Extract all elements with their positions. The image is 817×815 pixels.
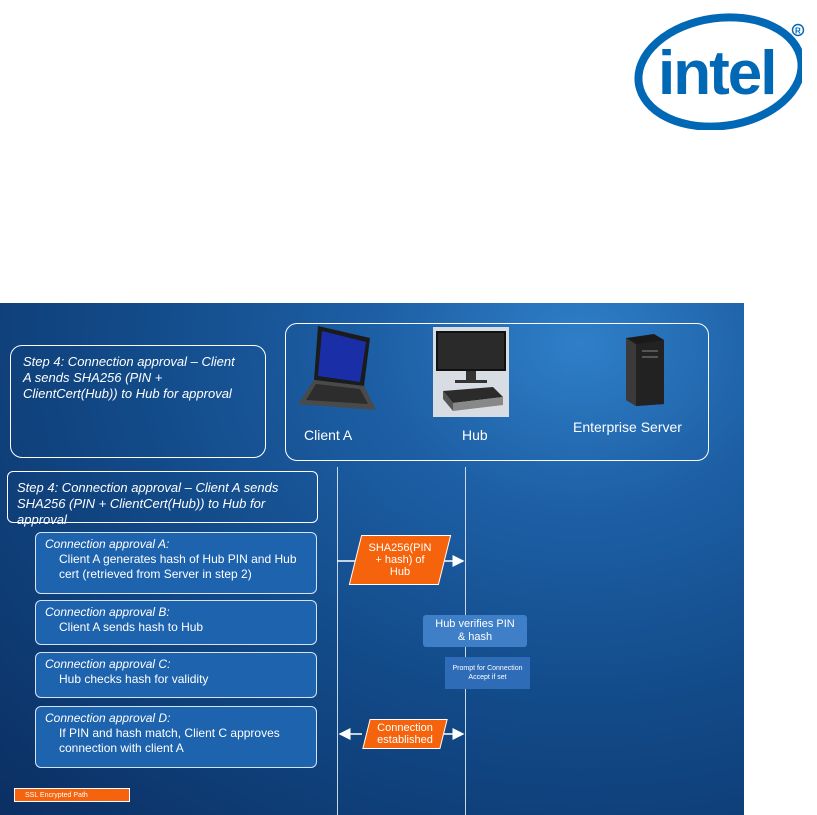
approval-a-body: Client A generates hash of Hub PIN and H… — [59, 552, 297, 581]
approval-c-body: Hub checks hash for validity — [59, 672, 209, 686]
prompt-text: Prompt for Connection Accept if set — [452, 665, 523, 681]
step-box-wide-text: Step 4: Connection approval – Client A s… — [17, 480, 279, 527]
approval-d-title: Connection approval D: — [45, 711, 171, 725]
approval-a-title: Connection approval A: — [45, 537, 170, 551]
legend-ssl: SSL Encrypted Path — [14, 788, 130, 802]
sha-message: SHA256(PIN + hash) of Hub — [348, 535, 452, 585]
step-box-top: Step 4: Connection approval – Client A s… — [10, 345, 266, 458]
established-text: Connection established — [377, 722, 433, 746]
approval-a: Connection approval A: Client A generate… — [35, 532, 317, 594]
devices-panel: Client A Hub Enterprise Server — [285, 323, 709, 461]
hub-image — [433, 327, 509, 417]
approval-d-body: If PIN and hash match, Client C approves… — [59, 726, 280, 755]
laptop-icon — [298, 326, 376, 410]
server-icon — [626, 334, 664, 406]
approval-c-title: Connection approval C: — [45, 657, 171, 671]
approval-b: Connection approval B: Client A sends ha… — [35, 600, 317, 645]
server-label: Enterprise Server — [573, 419, 682, 435]
hub-label: Hub — [462, 427, 488, 443]
approval-b-title: Connection approval B: — [45, 605, 170, 619]
client-label: Client A — [304, 427, 353, 443]
hub-icon — [436, 331, 506, 411]
prompt-box: Prompt for Connection Accept if set — [445, 657, 530, 689]
approval-b-body: Client A sends hash to Hub — [59, 620, 204, 634]
step-box-top-text: Step 4: Connection approval – Client A s… — [23, 354, 235, 401]
legend-ssl-text: SSL Encrypted Path — [25, 792, 88, 799]
hub-verifies-text: Hub verifies PIN & hash — [435, 618, 515, 643]
svg-text:R: R — [795, 27, 801, 36]
established-box: Connection established — [362, 719, 448, 749]
client-lifeline — [337, 467, 338, 815]
hub-verifies-box: Hub verifies PIN & hash — [423, 615, 527, 647]
sha-message-text: SHA256(PIN + hash) of Hub — [368, 542, 432, 578]
diagram-slide: Step 4: Connection approval – Client A s… — [0, 303, 744, 815]
approval-d: Connection approval D: If PIN and hash m… — [35, 706, 317, 768]
intel-logo: intel R — [634, 8, 810, 130]
step-box-wide: Step 4: Connection approval – Client A s… — [7, 471, 318, 527]
approval-c: Connection approval C: Hub checks hash f… — [35, 652, 317, 698]
logo-text: intel — [658, 39, 775, 108]
